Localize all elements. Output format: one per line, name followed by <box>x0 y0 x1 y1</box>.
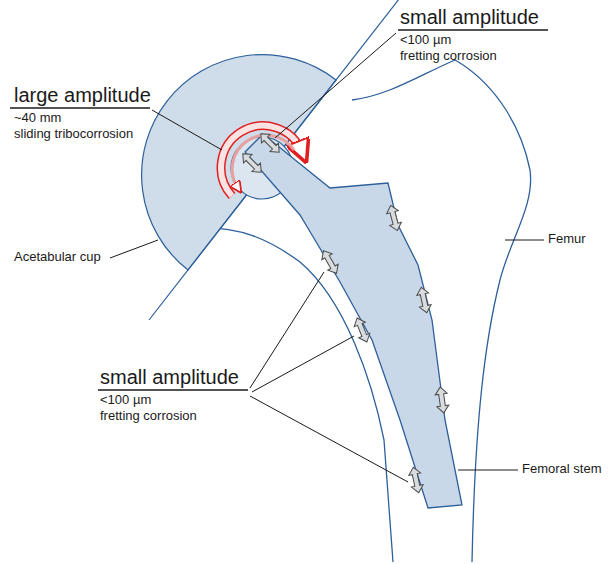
label: Femoral stem <box>522 462 601 477</box>
fretting-arrow <box>352 316 373 345</box>
heading-underline <box>398 29 548 30</box>
fretting-arrow <box>407 466 424 494</box>
label: fretting corrosion <box>400 49 497 64</box>
sliding-arrow <box>221 126 302 196</box>
label: <100 µm <box>400 33 451 48</box>
heading-underline <box>98 389 248 390</box>
label: Acetabular cup <box>14 250 101 265</box>
label: large amplitude <box>14 84 151 107</box>
label: small amplitude <box>400 6 539 29</box>
label: Femur <box>548 232 586 247</box>
sliding-arrow <box>221 126 302 196</box>
label: fretting corrosion <box>100 409 197 424</box>
fretting-arrow <box>385 204 403 232</box>
label: small amplitude <box>100 366 239 389</box>
acetabular-cup <box>142 55 336 270</box>
fretting-arrow <box>239 150 266 177</box>
fretting-arrow <box>318 248 341 277</box>
fretting-arrow <box>415 286 432 314</box>
heading-underline <box>10 107 150 108</box>
label: <100 µm <box>100 393 151 408</box>
femoral-stem <box>245 134 462 508</box>
label: ~40 mm <box>14 111 61 126</box>
label: sliding tribocorrosion <box>14 127 133 142</box>
fretting-arrow <box>434 386 450 413</box>
sliding-arrow <box>232 135 294 188</box>
